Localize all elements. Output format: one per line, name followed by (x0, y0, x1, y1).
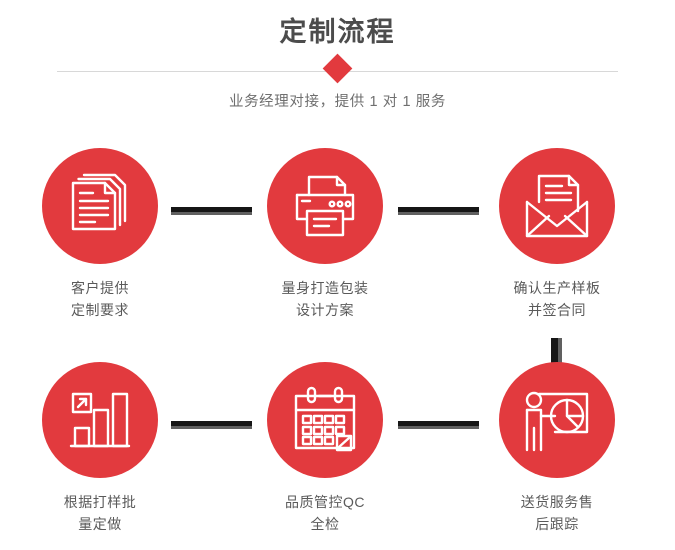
flow-step-6[interactable]: 送货服务售 后跟踪 (467, 362, 647, 535)
connector-bar-dark (398, 421, 479, 426)
flow-step-3-label: 确认生产样板 并签合同 (513, 280, 601, 318)
flow-step-3[interactable]: 确认生产样板 并签合同 (467, 148, 647, 321)
connector-step1-step2 (171, 207, 252, 215)
connector-bar-light (398, 426, 479, 429)
flow-step-5[interactable]: 品质管控QC 全检 (235, 362, 415, 535)
flow-step-2[interactable]: 量身打造包装 设计方案 (235, 148, 415, 321)
documents-stack-icon (71, 173, 127, 231)
envelope-letter-icon (525, 174, 589, 238)
connector-bar-light (558, 338, 562, 378)
connector-bar-light (171, 426, 252, 429)
page-header: 定制流程 业务经理对接，提供 1 对 1 服务 (0, 0, 675, 130)
flow-step-4-label: 根据打样批 量定做 (63, 494, 137, 532)
process-flow-diagram: 客户提供 定制要求 量身打造包装 设计方案 (0, 130, 675, 550)
presenter-pie-chart-icon (525, 391, 589, 452)
connector-step2-step3 (398, 207, 479, 215)
flow-step-6-label: 送货服务售 后跟踪 (520, 494, 594, 532)
flow-step-6-circle (499, 362, 615, 478)
calendar-check-icon (294, 386, 356, 452)
connector-bar-light (171, 212, 252, 215)
flow-step-3-circle (499, 148, 615, 264)
flow-step-2-label: 量身打造包装 设计方案 (281, 280, 369, 318)
connector-step4-step5 (171, 421, 252, 429)
flow-step-4[interactable]: 根据打样批 量定做 (10, 362, 190, 535)
page-title: 定制流程 (279, 17, 396, 47)
flow-step-1-label: 客户提供 定制要求 (71, 280, 129, 318)
connector-step3-step6 (551, 338, 562, 378)
flow-step-5-circle (267, 362, 383, 478)
flow-step-5-label: 品质管控QC 全检 (285, 494, 365, 532)
flow-step-1[interactable]: 客户提供 定制要求 (10, 148, 190, 321)
flow-step-1-circle (42, 148, 158, 264)
connector-bar-dark (398, 207, 479, 212)
connector-bar-dark (171, 207, 252, 212)
diamond-ornament-icon (322, 53, 353, 84)
flow-step-4-circle (42, 362, 158, 478)
connector-bar-light (398, 212, 479, 215)
bar-chart-growth-icon (69, 392, 131, 448)
printer-icon (295, 175, 355, 237)
connector-step5-step6 (398, 421, 479, 429)
connector-bar-dark (551, 338, 558, 378)
page-subtitle: 业务经理对接，提供 1 对 1 服务 (228, 94, 447, 110)
connector-bar-dark (171, 421, 252, 426)
flow-step-2-circle (267, 148, 383, 264)
